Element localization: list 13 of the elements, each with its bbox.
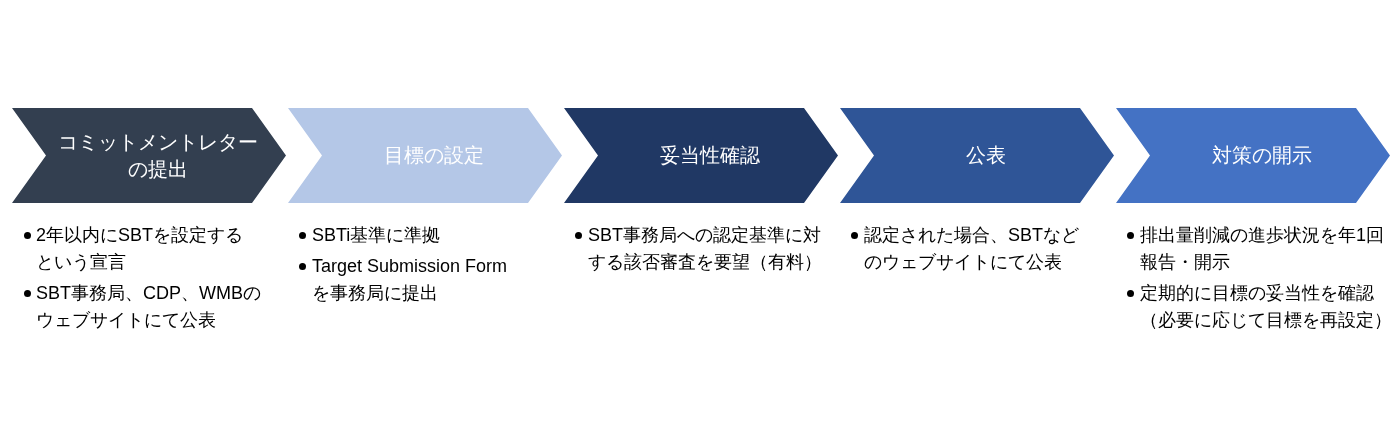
description-text: SBT事務局への認定基準に対する該否審査を要望（有料）	[588, 224, 823, 274]
description-text: SBT事務局、CDP、WMBのウェブサイトにて公表	[36, 282, 262, 332]
step-label: 対策の開示	[1212, 143, 1312, 168]
step-label: 妥当性確認	[660, 143, 760, 168]
description-text: 定期的に目標の妥当性を確認（必要に応じて目標を再設定）	[1140, 282, 1393, 332]
description-text: SBTi基準に準拠	[312, 224, 442, 247]
description-text: 排出量削減の進歩状況を年1回報告・開示	[1140, 224, 1385, 274]
step-label: コミットメントレターの提出	[57, 129, 259, 182]
description-text: 2年以内にSBTを設定するという宣言	[36, 224, 245, 274]
description-text: Target Submission Form を事務局に提出	[312, 255, 509, 305]
description-text: 認定された場合、SBTなどのウェブサイトにて公表	[864, 224, 1080, 274]
step-label: 公表	[966, 143, 1006, 168]
step-label: 目標の設定	[384, 143, 484, 168]
